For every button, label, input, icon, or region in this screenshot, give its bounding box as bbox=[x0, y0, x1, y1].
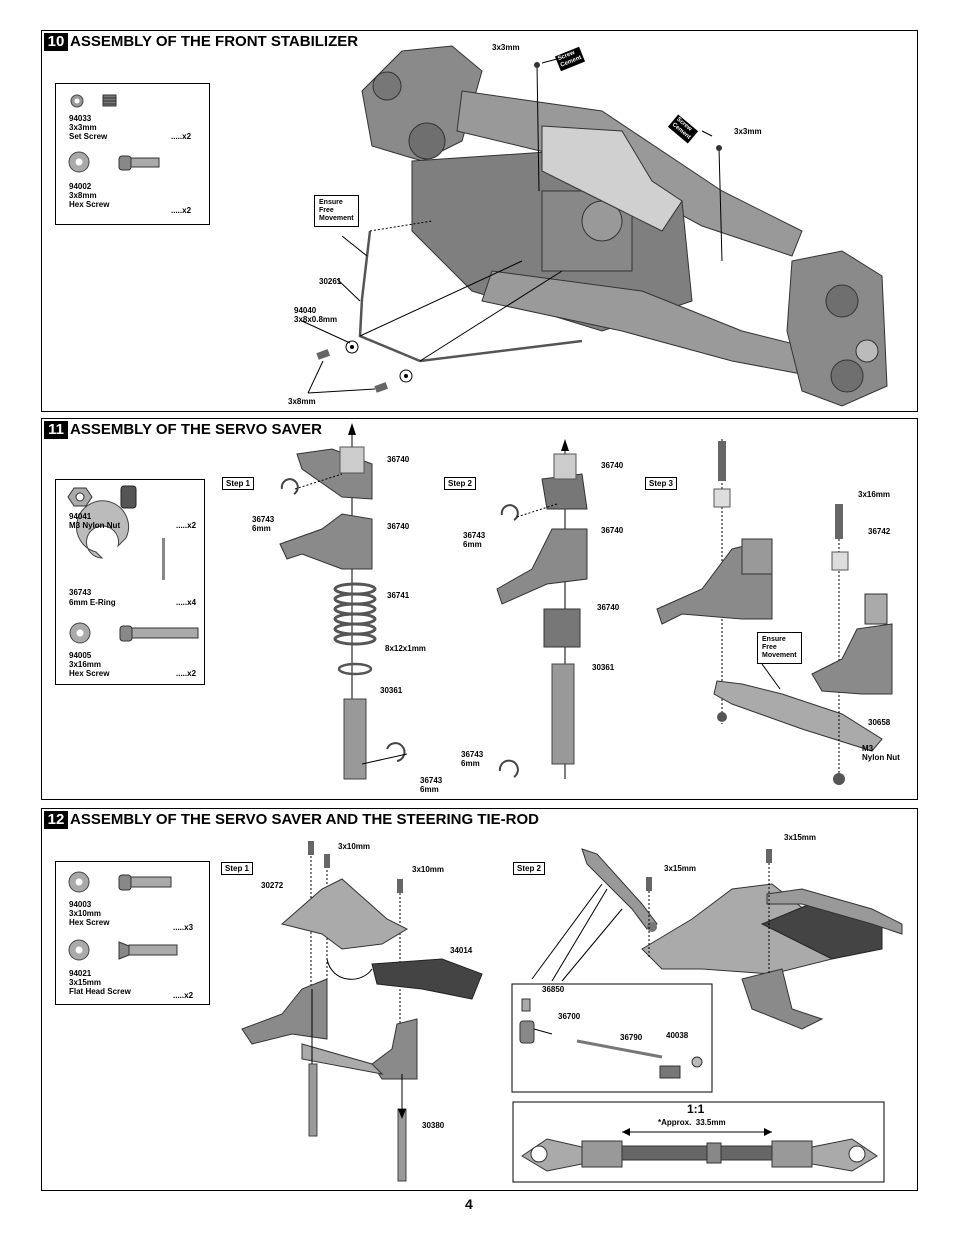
part-94021-name: 3x15mm Flat Head Screw bbox=[69, 978, 131, 996]
part-94041-code: 94041 bbox=[69, 512, 92, 521]
label-e2: 3x15mm bbox=[664, 864, 697, 873]
label-b1: 36740 bbox=[601, 461, 624, 470]
part-94033-code: 94033 bbox=[69, 114, 92, 123]
part-94002-qty: .....x2 bbox=[171, 206, 192, 215]
label-b3: 36740 bbox=[601, 526, 624, 535]
part-94021-qty: .....x2 bbox=[173, 991, 194, 1000]
label-3x3mm-1: 3x3mm bbox=[492, 43, 520, 52]
parts-illustrations bbox=[68, 94, 160, 173]
section-title: ASSEMBLY OF THE SERVO SAVER AND THE STEE… bbox=[70, 811, 539, 828]
part-94003-code: 94003 bbox=[69, 900, 92, 909]
section-11-servo-saver: 11 ASSEMBLY OF THE SERVO SAVER 94041 M3 … bbox=[41, 418, 918, 800]
label-e6: 40038 bbox=[666, 1031, 689, 1040]
step-2-tag: Step 2 bbox=[444, 477, 477, 490]
label-c2: 36742 bbox=[868, 527, 891, 536]
label-b4: 36740 bbox=[597, 603, 620, 612]
step-2-tag: Step 2 bbox=[513, 862, 546, 875]
parts-box: 94003 3x10mm Hex Screw .....x3 94021 3x1… bbox=[55, 861, 210, 1005]
section-title: ASSEMBLY OF THE SERVO SAVER bbox=[70, 421, 323, 438]
parts-illustrations bbox=[67, 485, 199, 644]
part-36743-name: 6mm E-Ring bbox=[69, 598, 116, 607]
label-94040: 94040 3x8x0.8mm bbox=[294, 306, 338, 324]
parts-box: 94033 3x3mm Set Screw .....x2 94002 3x8m… bbox=[55, 83, 210, 225]
label-d5: 30380 bbox=[422, 1121, 445, 1130]
part-94021-code: 94021 bbox=[69, 969, 92, 978]
parts-illustrations bbox=[68, 871, 178, 961]
label-d1: 3x10mm bbox=[338, 842, 371, 851]
part-94005-code: 94005 bbox=[69, 651, 92, 660]
part-94005-qty: .....x2 bbox=[176, 669, 197, 678]
label-30261: 30261 bbox=[319, 277, 342, 286]
tie-rod-diagram bbox=[241, 841, 903, 1183]
section-12-servo-saver-tie-rod: 12 ASSEMBLY OF THE SERVO SAVER AND THE S… bbox=[41, 808, 918, 1191]
part-94005-name: 3x16mm Hex Screw bbox=[69, 660, 110, 678]
label-c3: 30658 bbox=[868, 718, 891, 727]
label-a5: 8x12x1mm bbox=[385, 644, 426, 653]
ensure-free-movement-note: Ensure Free Movement bbox=[314, 195, 359, 227]
step-1-tag: Step 1 bbox=[221, 862, 254, 875]
label-b2: 36743 6mm bbox=[463, 531, 486, 549]
ensure-free-movement-note: Ensure Free Movement bbox=[757, 632, 802, 664]
part-94041-name: M3 Nylon Nut bbox=[69, 521, 121, 530]
label-a6: 30361 bbox=[380, 686, 403, 695]
section-title: ASSEMBLY OF THE FRONT STABILIZER bbox=[70, 33, 359, 50]
part-94033-name: 3x3mm Set Screw bbox=[69, 123, 108, 141]
step-number: 10 bbox=[44, 33, 68, 51]
step-1-tag: Step 1 bbox=[222, 477, 255, 490]
label-d3: 30272 bbox=[261, 881, 284, 890]
part-36743-code: 36743 bbox=[69, 588, 92, 597]
label-a2: 36743 6mm bbox=[252, 515, 275, 533]
page-number: 4 bbox=[465, 1196, 473, 1212]
label-e1: 3x15mm bbox=[784, 833, 817, 842]
section-10-front-stabilizer: 10 ASSEMBLY OF THE FRONT STABILIZER 9403… bbox=[41, 30, 918, 412]
label-a7: 36743 6mm bbox=[420, 776, 443, 794]
part-94003-name: 3x10mm Hex Screw bbox=[69, 909, 110, 927]
part-94002-name: 3x8mm Hex Screw bbox=[69, 191, 110, 209]
label-e3: 36850 bbox=[542, 985, 565, 994]
label-a3: 36740 bbox=[387, 522, 410, 531]
label-c4: M3 Nylon Nut bbox=[862, 744, 900, 762]
label-e5: 36790 bbox=[620, 1033, 643, 1042]
step-number: 11 bbox=[44, 421, 68, 439]
front-stabilizer-diagram bbox=[301, 45, 888, 407]
step-3-tag: Step 3 bbox=[645, 477, 678, 490]
approx-length-label: *Approx. 33.5mm bbox=[658, 1118, 726, 1127]
label-d2: 3x10mm bbox=[412, 865, 445, 874]
label-b6: 36743 6mm bbox=[461, 750, 484, 768]
parts-box: 94041 M3 Nylon Nut .....x2 36743 6mm E-R… bbox=[55, 479, 205, 685]
label-a4: 36741 bbox=[387, 591, 410, 600]
servo-saver-diagram bbox=[279, 423, 893, 785]
part-94002-code: 94002 bbox=[69, 182, 92, 191]
part-36743-qty: .....x4 bbox=[176, 598, 197, 607]
label-e4: 36700 bbox=[558, 1012, 581, 1021]
part-94003-qty: .....x3 bbox=[173, 923, 194, 932]
scale-label: 1:1 bbox=[687, 1102, 705, 1116]
part-94041-qty: .....x2 bbox=[176, 521, 197, 530]
label-d4: 34014 bbox=[450, 946, 473, 955]
step-number: 12 bbox=[44, 811, 68, 829]
label-b5: 30361 bbox=[592, 663, 615, 672]
label-3x8mm: 3x8mm bbox=[288, 397, 316, 406]
label-3x3mm-2: 3x3mm bbox=[734, 127, 762, 136]
label-a1: 36740 bbox=[387, 455, 410, 464]
part-94033-qty: .....x2 bbox=[171, 132, 192, 141]
label-c1: 3x16mm bbox=[858, 490, 891, 499]
